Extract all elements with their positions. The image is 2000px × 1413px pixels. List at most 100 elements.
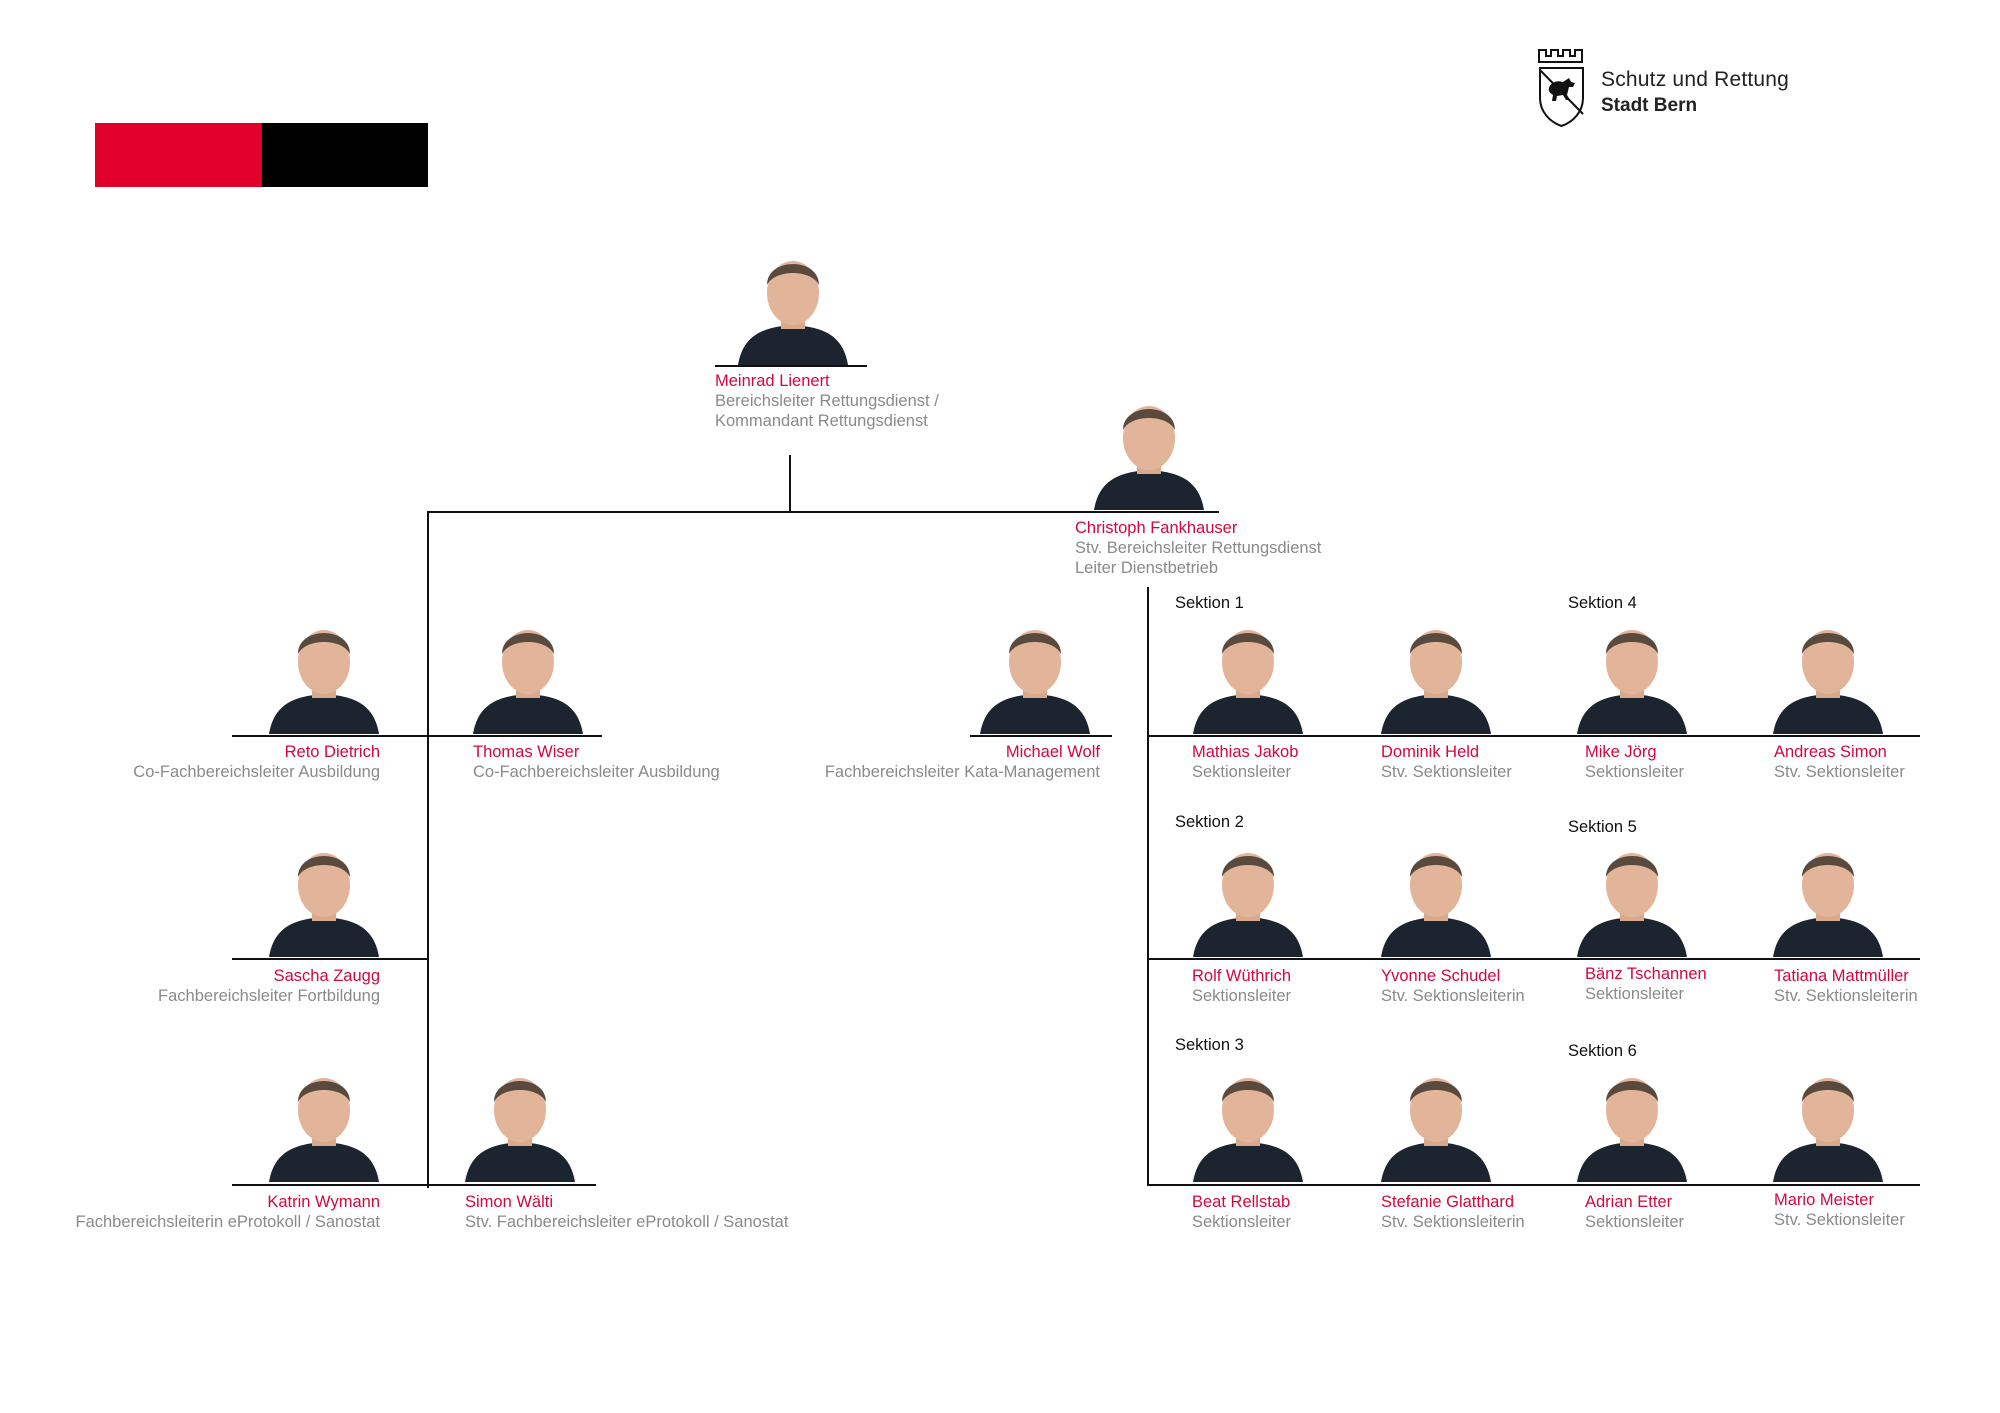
person-silhouette-icon [738, 261, 848, 365]
portrait-dietrich [264, 622, 384, 734]
person-role: Fachbereichsleiter Kata-Management [824, 763, 1100, 781]
connector-right-trunk [1147, 587, 1149, 1185]
portrait-wolf [975, 622, 1095, 734]
portrait-wymann [264, 1070, 384, 1182]
person-name: Adrian Etter [1585, 1193, 1673, 1211]
person-silhouette-icon [1381, 630, 1491, 734]
person-role: Sektionsleiter [1585, 1213, 1685, 1231]
person-silhouette-icon [269, 853, 379, 957]
brand-bar-black [262, 123, 428, 187]
portrait-etter [1572, 1070, 1692, 1182]
underline-lienert [715, 365, 867, 367]
person-silhouette-icon [1773, 853, 1883, 957]
portrait-rellstab [1188, 1070, 1308, 1182]
underline-row3-right [1147, 1184, 1920, 1186]
person-silhouette-icon [1577, 630, 1687, 734]
person-silhouette-icon [269, 1078, 379, 1182]
underline-row1-right [1147, 735, 1920, 737]
underline-zaugg [232, 958, 429, 960]
person-silhouette-icon [1193, 853, 1303, 957]
person-role: Stv. Sektionsleiter [1381, 763, 1512, 781]
person-name: Thomas Wiser [473, 743, 580, 761]
person-silhouette-icon [1773, 1078, 1883, 1182]
person-silhouette-icon [269, 630, 379, 734]
portrait-meister [1768, 1070, 1888, 1182]
org-name-line1: Schutz und Rettung [1601, 68, 1790, 91]
portrait-mattmueller [1768, 845, 1888, 957]
person-silhouette-icon [1773, 630, 1883, 734]
person-silhouette-icon [980, 630, 1090, 734]
person-role: Sektionsleiter [1192, 987, 1292, 1005]
portrait-fankhauser [1089, 398, 1209, 510]
section-label-5: Sektion 5 [1568, 818, 1637, 836]
org-name-line2: Stadt Bern [1601, 95, 1698, 116]
brand-bar-red [95, 123, 262, 187]
person-silhouette-icon [1577, 853, 1687, 957]
person-silhouette-icon [1094, 406, 1204, 510]
section-label-3: Sektion 3 [1175, 1036, 1244, 1054]
person-name: Katrin Wymann [267, 1193, 380, 1211]
person-role: Stv. Sektionsleiterin [1381, 987, 1525, 1005]
person-name: Stefanie Glatthard [1381, 1193, 1514, 1211]
person-name: Rolf Wüthrich [1192, 967, 1292, 985]
person-name: Andreas Simon [1774, 743, 1887, 761]
person-role: Kommandant Rettungsdienst [715, 412, 928, 430]
portrait-lienert [733, 255, 853, 365]
person-name: Meinrad Lienert [715, 372, 830, 390]
person-role: Stv. Sektionsleiter [1774, 1211, 1905, 1229]
section-label-1: Sektion 1 [1175, 594, 1244, 612]
person-name: Simon Wälti [465, 1193, 554, 1211]
person-name: Beat Rellstab [1192, 1193, 1291, 1211]
person-role: Stv. Bereichsleiter Rettungsdienst [1075, 539, 1322, 557]
portrait-waelti [460, 1070, 580, 1182]
portrait-simon [1768, 622, 1888, 734]
underline-row3-left [232, 1184, 596, 1186]
person-name: Sascha Zaugg [273, 967, 380, 985]
portrait-schudel [1376, 845, 1496, 957]
person-role: Sektionsleiter [1192, 1213, 1292, 1231]
person-name: Michael Wolf [1005, 743, 1100, 761]
person-name: Mike Jörg [1585, 743, 1657, 761]
person-silhouette-icon [1193, 630, 1303, 734]
person-role: Fachbereichsleiter Fortbildung [158, 987, 380, 1005]
underline-wolf [970, 735, 1112, 737]
portrait-jakob [1188, 622, 1308, 734]
person-role: Fachbereichsleiterin eProtokoll / Sanost… [75, 1213, 381, 1231]
portrait-joerg [1572, 622, 1692, 734]
connector-top-horizontal [427, 511, 1218, 513]
person-role: Co-Fachbereichsleiter Ausbildung [133, 763, 380, 781]
person-name: Christoph Fankhauser [1075, 519, 1238, 537]
person-name: Tatiana Mattmüller [1774, 967, 1909, 985]
person-role: Stv. Fachbereichsleiter eProtokoll / San… [465, 1213, 789, 1231]
portrait-glatthard [1376, 1070, 1496, 1182]
person-role: Sektionsleiter [1585, 763, 1685, 781]
person-role: Sektionsleiter [1585, 985, 1685, 1003]
person-silhouette-icon [465, 1078, 575, 1182]
person-role: Stv. Sektionsleiterin [1381, 1213, 1525, 1231]
person-silhouette-icon [1577, 1078, 1687, 1182]
person-name: Reto Dietrich [284, 743, 380, 761]
portrait-tschannen [1572, 845, 1692, 957]
person-name: Mathias Jakob [1192, 743, 1299, 761]
person-name: Dominik Held [1381, 743, 1480, 761]
section-label-2: Sektion 2 [1175, 813, 1244, 831]
portrait-held [1376, 622, 1496, 734]
person-name: Yvonne Schudel [1381, 967, 1501, 985]
person-role: Co-Fachbereichsleiter Ausbildung [473, 763, 720, 781]
person-role: Stv. Sektionsleiter [1774, 763, 1905, 781]
portrait-wuethrich [1188, 845, 1308, 957]
connector-left-trunk [427, 511, 429, 1188]
person-role: Leiter Dienstbetrieb [1075, 559, 1219, 577]
section-label-6: Sektion 6 [1568, 1042, 1637, 1060]
person-name: Bänz Tschannen [1585, 965, 1707, 983]
portrait-wiser [468, 622, 588, 734]
portrait-zaugg [264, 845, 384, 957]
underline-fankhauser [1077, 511, 1219, 513]
person-role: Bereichsleiter Rettungsdienst / [715, 392, 939, 410]
person-silhouette-icon [1381, 853, 1491, 957]
person-name: Mario Meister [1774, 1191, 1874, 1209]
underline-row2-right [1147, 958, 1920, 960]
person-silhouette-icon [473, 630, 583, 734]
person-silhouette-icon [1193, 1078, 1303, 1182]
